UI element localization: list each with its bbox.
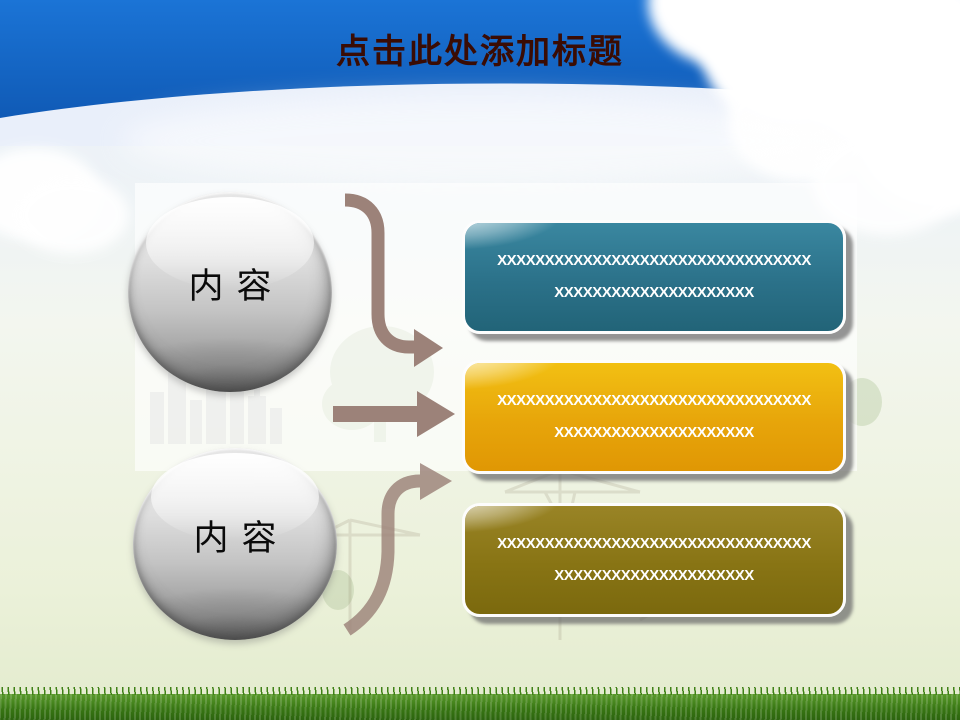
box-text-line-2: XXXXXXXXXXXXXXXXXXXXX [554,424,754,441]
box-text-line-1: XXXXXXXXXXXXXXXXXXXXXXXXXXXXXXXXX [497,252,811,269]
slide-title[interactable]: 点击此处添加标题 [336,33,624,71]
box-text-line-1: XXXXXXXXXXXXXXXXXXXXXXXXXXXXXXXXX [497,392,811,409]
content-sphere-1[interactable]: 内容 [128,192,332,392]
content-sphere-2[interactable]: 内容 [133,448,337,640]
cloud-haze [120,96,840,186]
box-text-line-2: XXXXXXXXXXXXXXXXXXXXX [554,284,754,301]
info-box-gold[interactable]: XXXXXXXXXXXXXXXXXXXXXXXXXXXXXXXXX XXXXXX… [462,360,846,474]
box-text-line-2: XXXXXXXXXXXXXXXXXXXXX [554,567,754,584]
info-box-olive[interactable]: XXXXXXXXXXXXXXXXXXXXXXXXXXXXXXXXX XXXXXX… [462,503,846,617]
cloud [14,176,129,254]
grass-strip [0,687,960,720]
sphere-label: 内容 [188,266,285,306]
sphere-label: 内容 [193,518,290,558]
info-box-teal[interactable]: XXXXXXXXXXXXXXXXXXXXXXXXXXXXXXXXX XXXXXX… [462,220,846,334]
box-text-line-1: XXXXXXXXXXXXXXXXXXXXXXXXXXXXXXXXX [497,535,811,552]
